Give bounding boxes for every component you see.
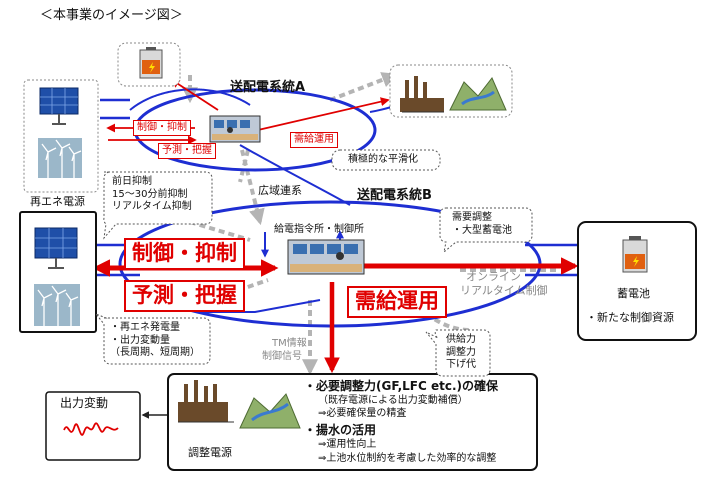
battery-icon [139, 47, 163, 79]
curtail-line: 前日抑制 [112, 176, 152, 187]
renew-info-line: （長周期、短周期） [110, 347, 200, 358]
demand-adjust-line: 需要調整 [452, 212, 492, 223]
output-fluct-label: 出力変動 [60, 396, 109, 410]
bottom-item2-sub2: ⇒上池水位制約を考慮した効率的な調整 [318, 453, 497, 464]
wind-turbine-icon [34, 284, 80, 326]
active-smoothing-label: 積極的な平滑化 [348, 154, 418, 165]
new-resource-label: ・新たな制御資源 [586, 311, 674, 324]
supply-power-callout: 供給力 調整力 下げ代 [446, 334, 476, 372]
factory-icon [178, 380, 234, 423]
renew-info-line: ・再エネ発電量 [110, 322, 180, 333]
bottom-item1: ・必要調整力(GF,LFC etc.)の確保 [304, 379, 499, 393]
adjust-plant-label: 調整電源 [188, 446, 232, 459]
control-label-small: 制御・抑制 [133, 120, 191, 136]
storage-box [577, 221, 697, 341]
callout-bubbles [94, 149, 533, 377]
forecast-label-small: 予測・把握 [158, 143, 216, 159]
tm-info-label: TM情報 [272, 338, 307, 349]
realtime-control-label: リアルタイム制御 [460, 284, 548, 297]
demand-adjust-callout: 需要調整 ・大型蓄電池 [452, 212, 512, 237]
waveform-icon [63, 422, 119, 436]
bottom-item2-sub1: ⇒運用性向上 [318, 439, 377, 450]
grid-a-title: 送配電系統A [230, 80, 306, 95]
curtail-line: 15～30分前抑制 [112, 188, 188, 200]
solar-panel-icon [39, 87, 79, 125]
curtail-callout: 前日抑制 15～30分前抑制 リアルタイム抑制 [112, 176, 192, 214]
supply-label-big: 需給運用 [347, 286, 447, 318]
dam-icon [449, 77, 507, 111]
supply-power-line: 調整力 [446, 346, 476, 358]
renew-info-callout: ・再エネ発電量 ・出力変動量 （長周期、短周期） [110, 322, 200, 360]
dam-icon [239, 393, 301, 429]
control-room-icon [287, 239, 365, 275]
battery-icon [622, 236, 648, 273]
grid-b-title: 送配電系統B [357, 188, 432, 203]
bottom-box [167, 373, 538, 471]
storage-label: 蓄電池 [617, 287, 650, 300]
renewable-label: 再エネ電源 [30, 195, 85, 208]
solar-panel-icon [34, 227, 78, 269]
bottom-item2: ・揚水の活用 [304, 423, 377, 437]
curtail-line: リアルタイム抑制 [112, 201, 192, 212]
factory-icon [400, 76, 444, 113]
supply-power-line: 下げ代 [446, 359, 476, 370]
dispatch-center-label: 給電指令所・制御所 [274, 224, 364, 235]
control-room-icon [209, 115, 261, 143]
demand-adjust-line: ・大型蓄電池 [452, 224, 512, 236]
bottom-item1-sub2: ⇒必要確保量の精査 [318, 408, 407, 419]
forecast-label-big: 予測・把握 [124, 280, 245, 312]
supply-label-small: 需給運用 [290, 132, 338, 148]
supply-power-line: 供給力 [446, 334, 476, 345]
wind-turbine-icon [38, 138, 82, 178]
renew-info-line: ・出力変動量 [110, 334, 170, 346]
online-label: オンライン [466, 270, 521, 283]
control-label-big: 制御・抑制 [124, 238, 245, 270]
fluct-box [45, 391, 141, 461]
bottom-item1-sub1: （既存電源による出力変動補償） [318, 395, 468, 406]
page-title: ＜本事業のイメージ図＞ [40, 8, 183, 23]
control-signal-label: 制御信号 [262, 351, 302, 362]
wide-area-label: 広域連系 [258, 184, 302, 197]
